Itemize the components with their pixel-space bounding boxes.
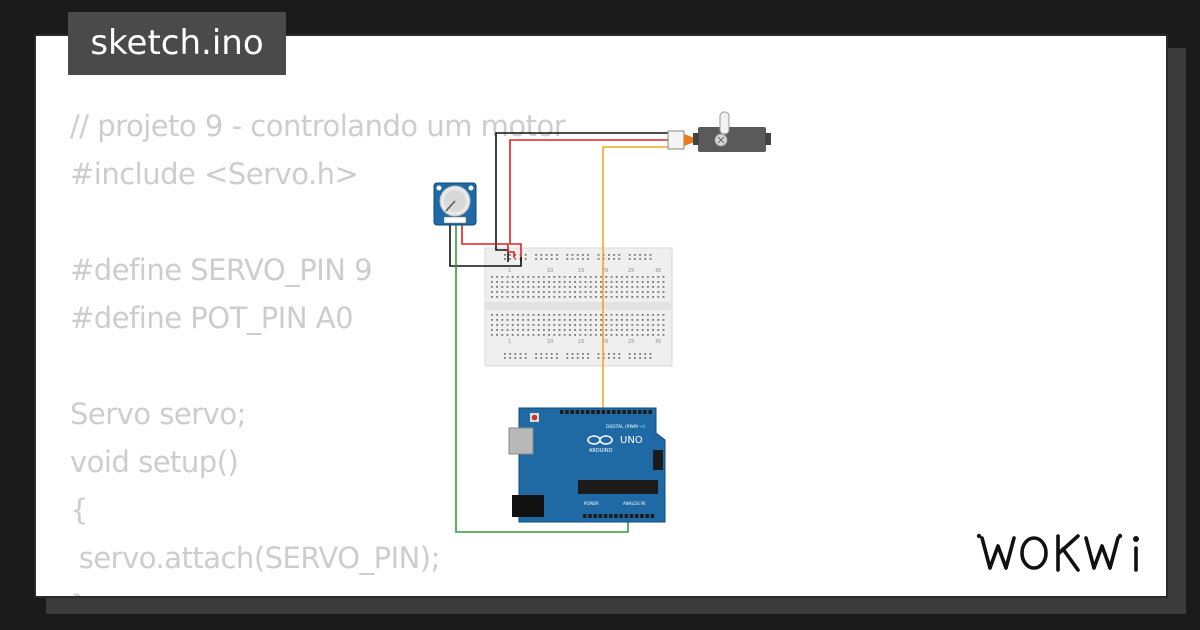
uno-label: UNO [620,435,643,446]
svg-text:25: 25 [628,268,634,274]
code-line: { [70,493,88,527]
svg-text:10: 10 [547,339,553,345]
power-label: POWER [584,501,599,506]
code-line: servo.attach(SERVO_PIN); [70,541,441,575]
wire-red-servo-vcc [509,139,671,262]
code-line: void setup() [70,445,239,479]
svg-text:10: 10 [547,268,553,274]
wire-black-servo-gnd [495,132,671,262]
svg-text:1: 1 [508,268,511,274]
sketch-title-tab: sketch.ino [68,12,286,75]
wire-black-pot-gnd [449,222,522,267]
breadboard: 1 10 15 20 25 30 1 10 15 20 25 30 [484,247,673,367]
svg-text:20: 20 [602,268,608,274]
analog-label: ANALOG IN [623,501,645,506]
arduino-uno-board: DIGITAL (PWM ~) UNO ARDUINO POWER ANALOG… [508,407,666,523]
arduino-brand: ARDUINO [589,448,613,454]
svg-text:1: 1 [508,339,511,345]
arduino-logo-icon [587,435,613,445]
code-line: #define POT_PIN A0 [70,301,354,335]
code-preview: // projeto 9 - controlando um motor #incl… [70,102,566,596]
potentiometer [433,182,477,226]
svg-text:20: 20 [602,339,608,345]
code-line: } [70,582,565,596]
svg-text:15: 15 [578,339,584,345]
svg-text:25: 25 [628,339,634,345]
servo-motor [667,111,771,152]
wires [449,132,671,533]
wire-orange-servo-signal [602,146,671,412]
code-line: #include <Servo.h> [70,157,359,191]
svg-text:30: 30 [655,268,661,274]
digital-label: DIGITAL (PWM ~) [606,424,645,430]
svg-text:15: 15 [578,268,584,274]
code-line: #define SERVO_PIN 9 [70,253,373,287]
svg-text:30: 30 [655,339,661,345]
wokwi-logo [976,533,1139,572]
wire-red-pot-vcc [461,222,515,258]
wire-green-pot-signal [455,222,629,533]
code-line: // projeto 9 - controlando um motor [70,109,566,143]
code-line: Servo servo; [70,397,246,431]
